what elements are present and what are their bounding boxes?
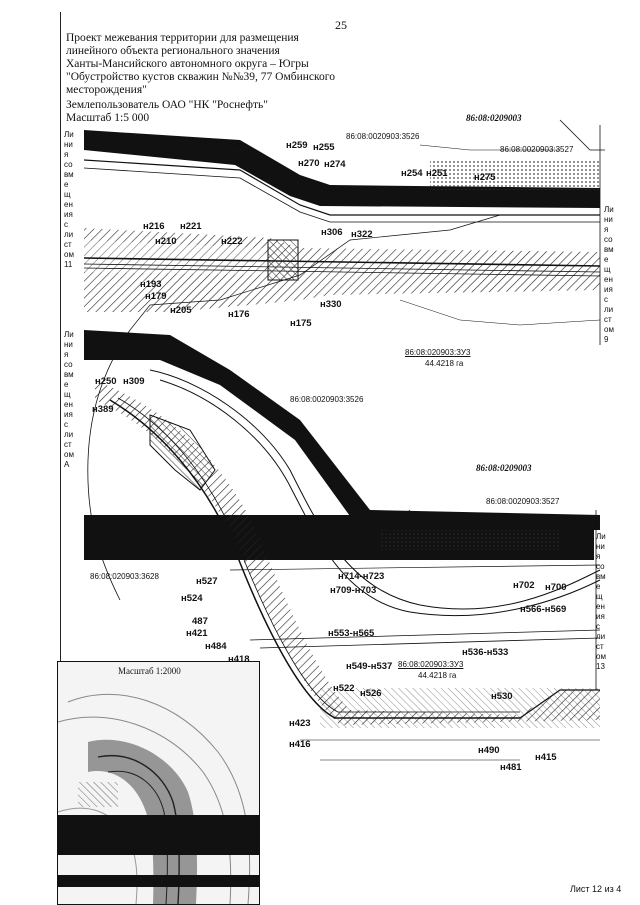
header-line-5: месторождения" <box>66 84 147 96</box>
point-label-527: н527 <box>196 576 218 587</box>
point-label-709: н709-н703 <box>330 585 377 596</box>
lower-section <box>84 329 601 761</box>
point-label-524: н524 <box>181 593 203 604</box>
point-label-330: н330 <box>320 299 342 310</box>
cadastral-3526-top: 86:08:0020903:3526 <box>346 132 420 141</box>
point-label-179: н179 <box>145 291 167 302</box>
inset-drawing <box>58 662 259 904</box>
cadastral-3628: 86:08:020903:3628 <box>90 572 159 581</box>
point-label-254: н254 <box>401 168 423 179</box>
cadastral-3526-mid: 86:08:0020903:3526 <box>290 395 364 404</box>
point-label-222: н222 <box>221 236 243 247</box>
side-label-left-b: Линия совмещения с листом А <box>64 330 74 469</box>
point-label-266: н266 <box>200 138 222 149</box>
point-label-416: н416 <box>289 739 311 750</box>
point-label-418: н418 <box>228 654 250 665</box>
point-label-481: н481 <box>500 762 522 773</box>
point-label-216: н216 <box>143 221 165 232</box>
point-label-530: н530 <box>491 691 513 702</box>
upper-section <box>83 119 605 331</box>
point-label-193: н193 <box>140 279 162 290</box>
point-label-205: н205 <box>170 305 192 316</box>
point-label-423: н423 <box>289 718 311 729</box>
point-label-522: н522 <box>333 683 355 694</box>
point-label-487: 487 <box>192 616 208 627</box>
point-label-176: н176 <box>228 309 250 320</box>
point-label-702: н702 <box>513 580 535 591</box>
point-label-263: н263н260 <box>130 125 174 136</box>
map-frame-left <box>60 12 61 732</box>
cadastral-quarter-mid: 86:08:0209003 <box>476 463 532 473</box>
header-line-2: линейного объекта регионального значения <box>66 45 280 57</box>
inset-scale-title: Масштаб 1:2000 <box>118 666 181 676</box>
inset-map <box>57 661 260 905</box>
point-label-553: н553-н565 <box>328 628 375 639</box>
side-label-left-a: Линия совмещения с листом 11 <box>64 130 74 269</box>
point-label-250: н250 <box>95 376 117 387</box>
lower-dark-diagonal <box>84 330 600 530</box>
header-line-3: Ханты-Мансийского автономного округа – Ю… <box>66 58 309 70</box>
cadastral-zu3-top-area: 44.4218 га <box>425 359 464 368</box>
point-label-322: н322 <box>351 229 373 240</box>
point-label-490: н490 <box>478 745 500 756</box>
header-line-4: "Обустройство кустов скважин №№39, 77 Ом… <box>66 71 335 83</box>
point-label-175: н175 <box>290 318 312 329</box>
point-label-306: н306 <box>321 227 343 238</box>
upper-hatch-corridor <box>84 228 600 312</box>
side-label-right-a: Линия совмещения с листом 9 <box>604 205 614 344</box>
upper-dot-area <box>430 160 600 190</box>
side-label-right-b: Линия совмещения с листом 13 <box>596 532 606 671</box>
point-label-484: н484 <box>205 641 227 652</box>
point-label-251: н251 <box>426 168 448 179</box>
cadastral-3527-mid: 86:08:0020903:3527 <box>486 497 560 506</box>
point-label-566: н566-н569 <box>520 604 567 615</box>
point-label-421: н421 <box>186 628 208 639</box>
point-label-309: н309 <box>123 376 145 387</box>
cadastral-zu3-top: 86:08:020903:ЗУ3 <box>405 348 471 357</box>
header-line-1: Проект межевания территории для размещен… <box>66 32 299 44</box>
point-label-714: н714-н723 <box>338 571 385 582</box>
point-label-536: н536-н533 <box>462 647 509 658</box>
header-line-6: Землепользователь ОАО "НК "Роснефть" <box>66 99 268 111</box>
point-label-270: н270 <box>298 158 320 169</box>
point-label-275: н275 <box>474 172 496 183</box>
point-label-221: н221 <box>180 221 202 232</box>
sheet-footer: Лист 12 из 4 <box>570 884 622 894</box>
cadastral-3527-top: 86:08:0020903:3527 <box>500 145 574 154</box>
point-label-255: н255 <box>313 142 335 153</box>
header-line-7: Масштаб 1:5 000 <box>66 112 150 124</box>
point-label-274: н274 <box>324 159 346 170</box>
page-number: 25 <box>335 18 347 32</box>
point-label-415: н415 <box>535 752 557 763</box>
cadastral-quarter-top: 86:08:0209003 <box>466 113 522 123</box>
cadastral-zu3-bottom-area: 44.4218 га <box>418 671 457 680</box>
cadastral-zu3-bottom: 86:08:020903:ЗУ3 <box>398 660 464 669</box>
point-label-526: н526 <box>360 688 382 699</box>
point-label-269: н269 <box>221 140 243 151</box>
point-label-389: н389 <box>92 404 114 415</box>
point-label-210: н210 <box>155 236 177 247</box>
lower-hatch-corridor <box>95 380 600 725</box>
point-label-549: н549-н537 <box>346 661 393 672</box>
point-label-259: н259 <box>286 140 308 151</box>
point-label-700: н700 <box>545 582 567 593</box>
